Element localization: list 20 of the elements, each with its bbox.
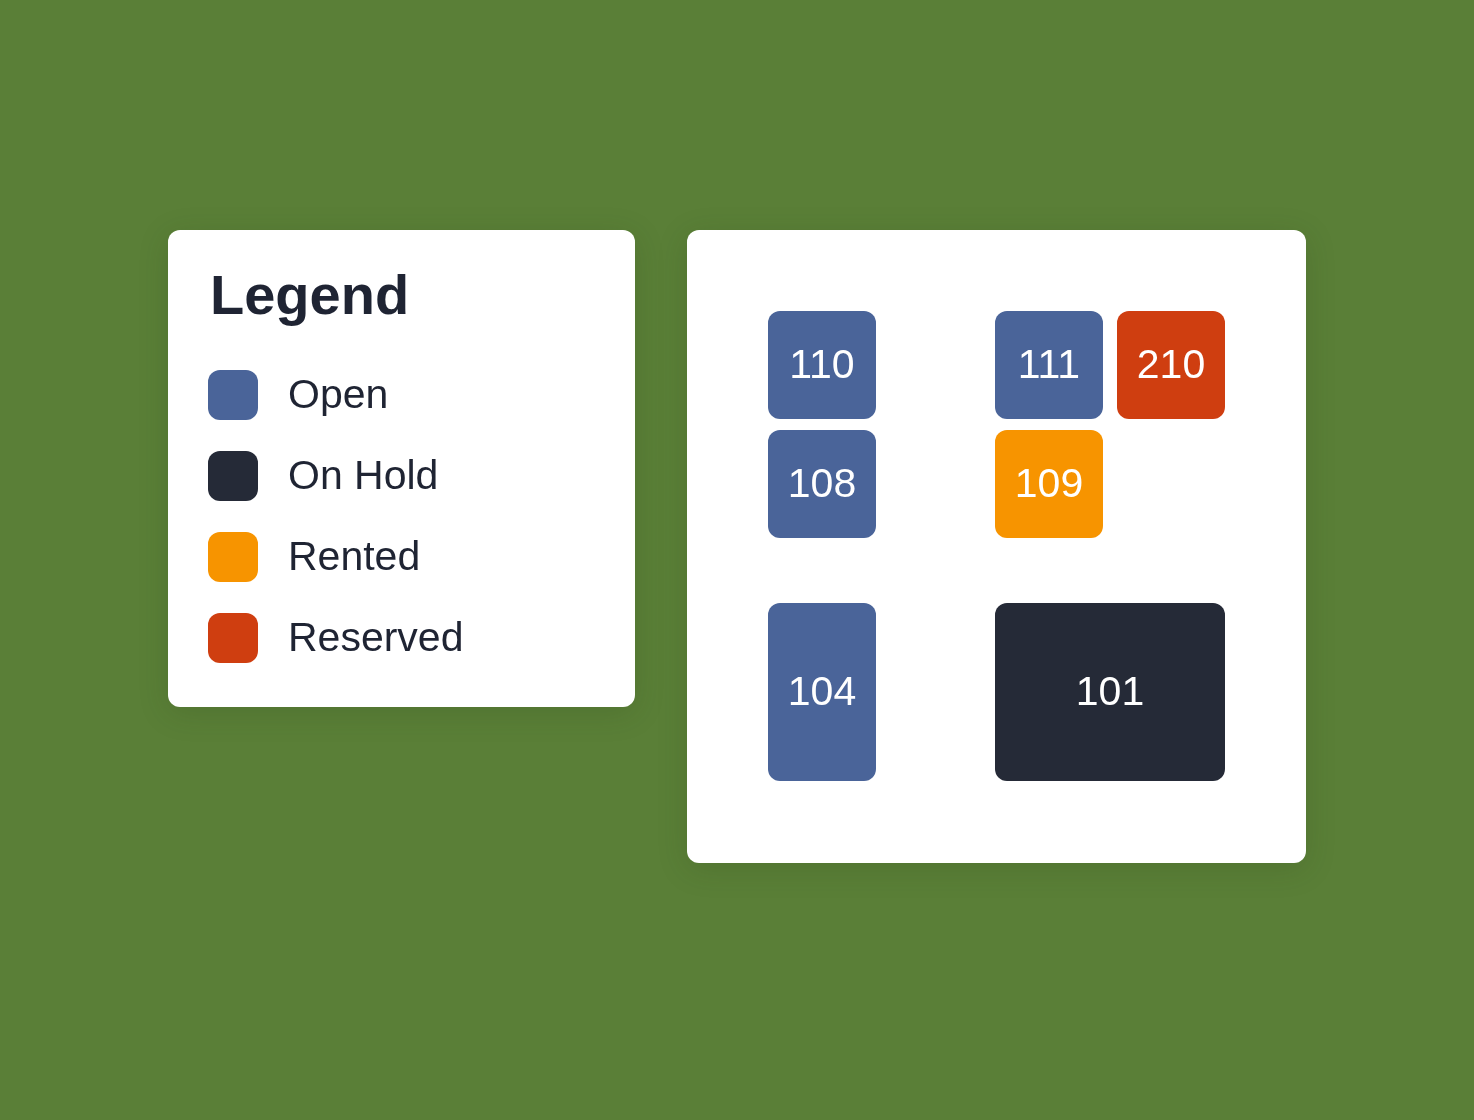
legend-label: Rented — [288, 534, 421, 580]
unit-tile — [768, 311, 876, 419]
unit-number: 109 — [1014, 461, 1084, 507]
unit-tile — [995, 430, 1103, 538]
unit-tile — [995, 603, 1225, 781]
legend-title: Legend — [210, 264, 410, 326]
unit-number: 108 — [787, 461, 857, 507]
floor-plan-panel — [687, 230, 1306, 863]
unit-number: 104 — [787, 669, 857, 715]
unit-number: 101 — [1075, 669, 1145, 715]
unit-tile — [1117, 311, 1225, 419]
legend-label: On Hold — [288, 453, 439, 499]
legend-label: Open — [288, 372, 389, 418]
unit-number: 111 — [1017, 342, 1081, 388]
legend-label: Reserved — [288, 615, 464, 661]
unit-tile — [768, 603, 876, 781]
unit-number: 110 — [789, 342, 855, 388]
unit-tile — [768, 430, 876, 538]
unit-number: 210 — [1136, 342, 1206, 388]
unit-tile — [995, 311, 1103, 419]
